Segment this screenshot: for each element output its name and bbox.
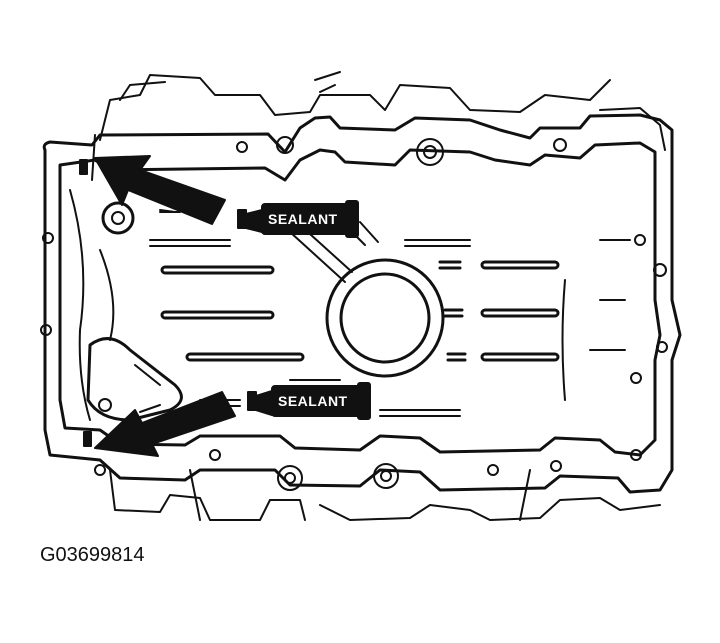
sealant-tube-lower: SEALANT [247, 382, 371, 420]
corner-seam-marks [79, 159, 92, 447]
engine-block-bottom [109, 469, 661, 521]
pan-braces [149, 221, 631, 417]
oil-pan-inner-rim [58, 141, 662, 457]
flange-bolt-holes [40, 136, 668, 491]
figure-id: G03699814 [40, 544, 145, 566]
arrow-upper-left [94, 155, 226, 225]
sealant-label-upper: SEALANT [268, 211, 338, 227]
sealant-tube-upper: SEALANT [237, 200, 359, 238]
pan-ribs [160, 260, 560, 362]
oil-pan-outer-flange [42, 113, 682, 494]
left-side-structure [69, 189, 183, 422]
arrow-lower-left [94, 391, 236, 457]
sealant-label-lower: SEALANT [278, 393, 348, 409]
oil-pump-opening [325, 258, 445, 378]
